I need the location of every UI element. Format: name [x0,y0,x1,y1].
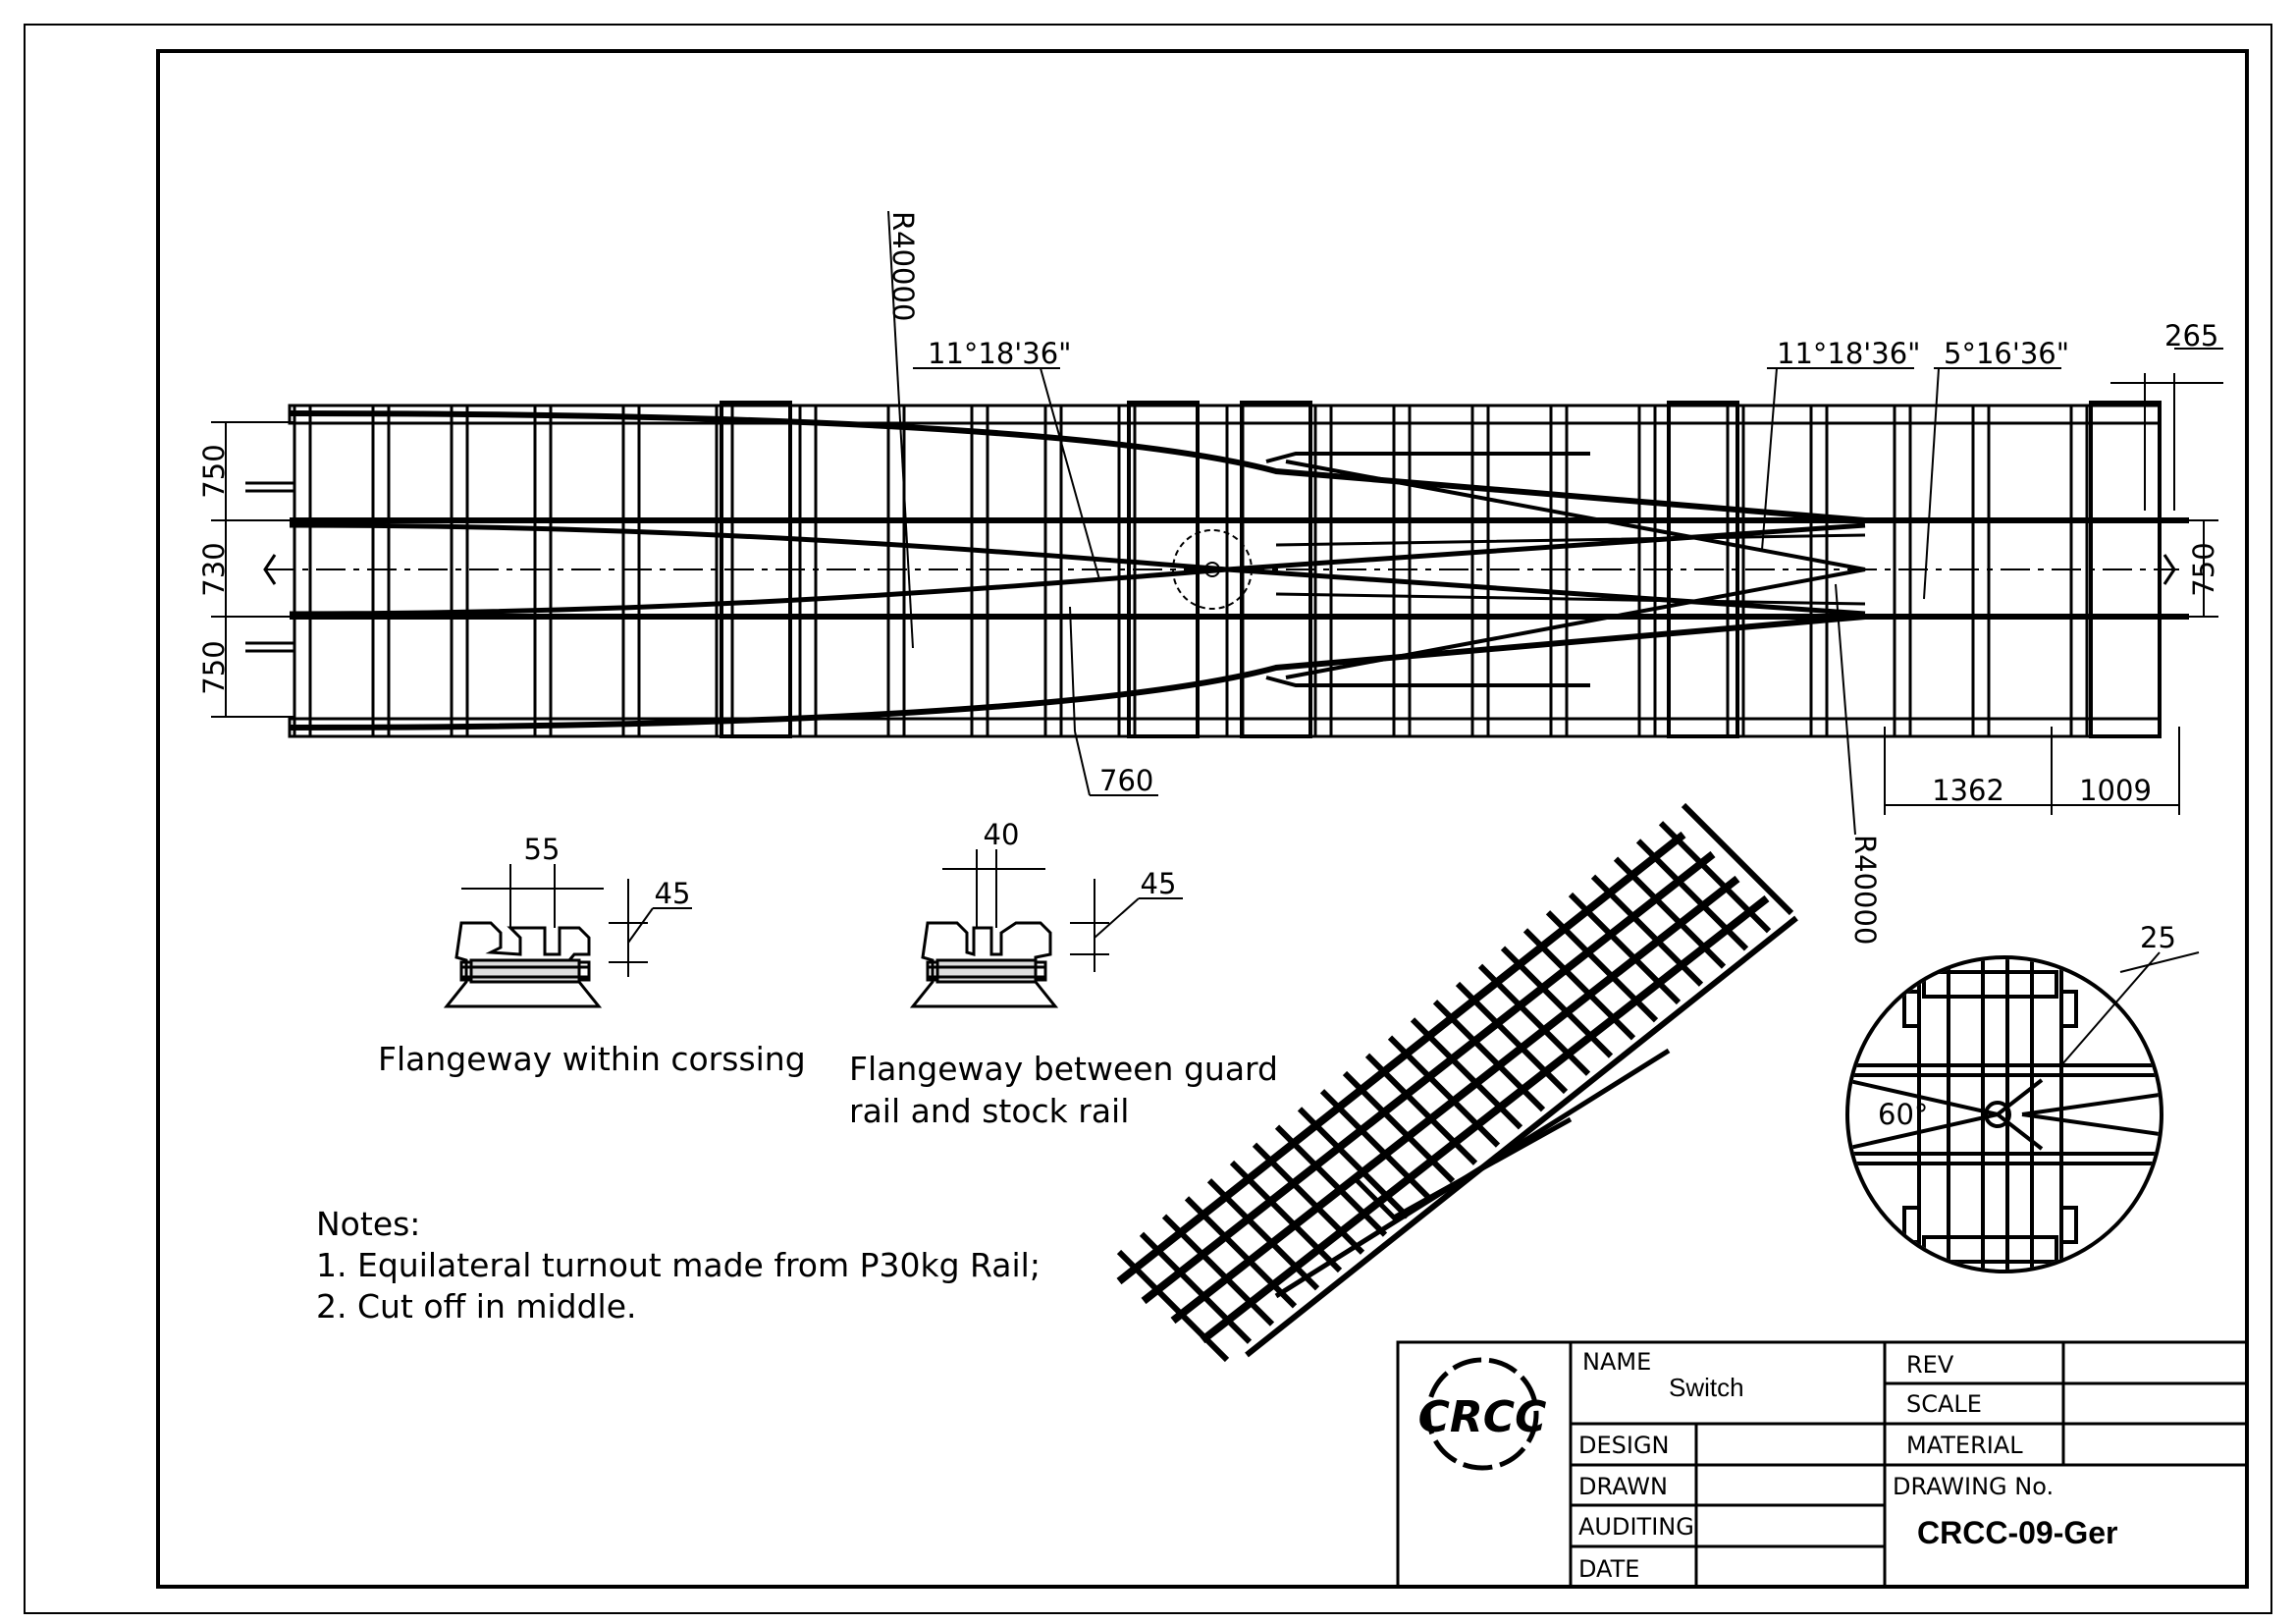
dim-end-offset: 265 [2164,319,2218,352]
sleeper [1043,404,1063,738]
drawing-no-label: DRAWING No. [1893,1473,2054,1500]
drawing-no-value: CRCC-09-Ger [1917,1515,2117,1550]
isometric-view [1116,802,1798,1363]
section-crossing-caption: Flangeway within corssing [378,1040,806,1078]
inner-frame [156,49,2249,1589]
guard-rails [1265,452,1590,687]
section-guard-width: 40 [984,818,1020,851]
sleeper [1637,404,1657,738]
dim-radius-top: R40000 [886,211,920,321]
title-block [1396,1340,2249,1589]
section-crossing-depth: 45 [655,877,691,910]
sleeper [371,404,391,738]
name-value: Switch [1669,1373,1744,1402]
sleeper [1809,404,1829,738]
dim-len-a: 1362 [1932,774,2004,807]
outer-frame [24,24,2272,1614]
dim-guard-width: 760 [1099,764,1153,797]
dim-len-b: 1009 [2079,774,2152,807]
switch-rail-upper [289,522,1866,572]
detail-view [1845,951,2200,1273]
sleeper [533,404,553,738]
sleeper [1971,404,1991,738]
section-crossing [443,864,692,1008]
rev-label: REV [1906,1351,1954,1379]
name-label: NAME [1582,1348,1651,1376]
notes-heading: Notes: [316,1205,420,1243]
detail-angle: 60° [1878,1098,1928,1131]
sleeper [621,404,641,738]
note-item-1: 1. Equilateral turnout made from P30kg R… [316,1246,1041,1284]
dim-gauge-right: 750 [2187,542,2220,596]
scale-label: SCALE [1906,1390,1982,1418]
plan-view [245,401,2189,738]
sleeper [293,404,312,738]
material-label: MATERIAL [1906,1432,2023,1459]
crcc-logo: CRCC [1418,1357,1547,1471]
dim-gauge-bot: 750 [197,640,231,694]
curved-rail-lower [289,614,2189,731]
dim-angle-right: 11°18'36" [1777,337,1921,370]
dim-radius-bottom: R40000 [1848,835,1882,945]
section-guard-caption-2: rail and stock rail [849,1092,1129,1130]
detail-offset: 25 [2140,921,2176,954]
plan-dimensions [211,210,2223,836]
section-guard-depth: 45 [1141,867,1177,900]
dim-angle-left: 11°18'36" [928,337,1072,370]
sleeper [1893,404,1912,738]
switch-rail-lower [289,567,1866,617]
sleeper [970,404,989,738]
end-cap-left [263,554,277,585]
drawn-label: DRAWN [1578,1473,1668,1500]
section-guard-caption-1: Flangeway between guard [849,1050,1278,1088]
auditing-label: AUDITING [1578,1513,1694,1541]
dim-angle-right-small: 5°16'36" [1944,337,2069,370]
svg-text:CRCC: CRCC [1418,1392,1547,1442]
crossing-rails [1275,533,1866,606]
sleeper [2069,404,2089,738]
section-guard [909,849,1183,1008]
sleeper [450,404,469,738]
iso-sleeper [1681,802,1794,916]
date-label: DATE [1578,1555,1639,1583]
design-label: DESIGN [1578,1432,1670,1459]
section-crossing-width: 55 [524,833,561,866]
sleeper [715,404,734,738]
rail-ends-left [245,481,294,653]
curved-rail-upper [289,410,2189,523]
wing-rails [1285,460,1866,679]
dim-gauge-top: 750 [197,444,231,498]
crossing-detail-marker [1172,529,1253,610]
note-item-2: 2. Cut off in middle. [316,1287,637,1326]
frog-bolt [1204,562,1220,577]
end-cap-right [2163,554,2176,585]
sleeper [798,404,818,738]
dim-gauge-mid: 730 [197,542,231,596]
